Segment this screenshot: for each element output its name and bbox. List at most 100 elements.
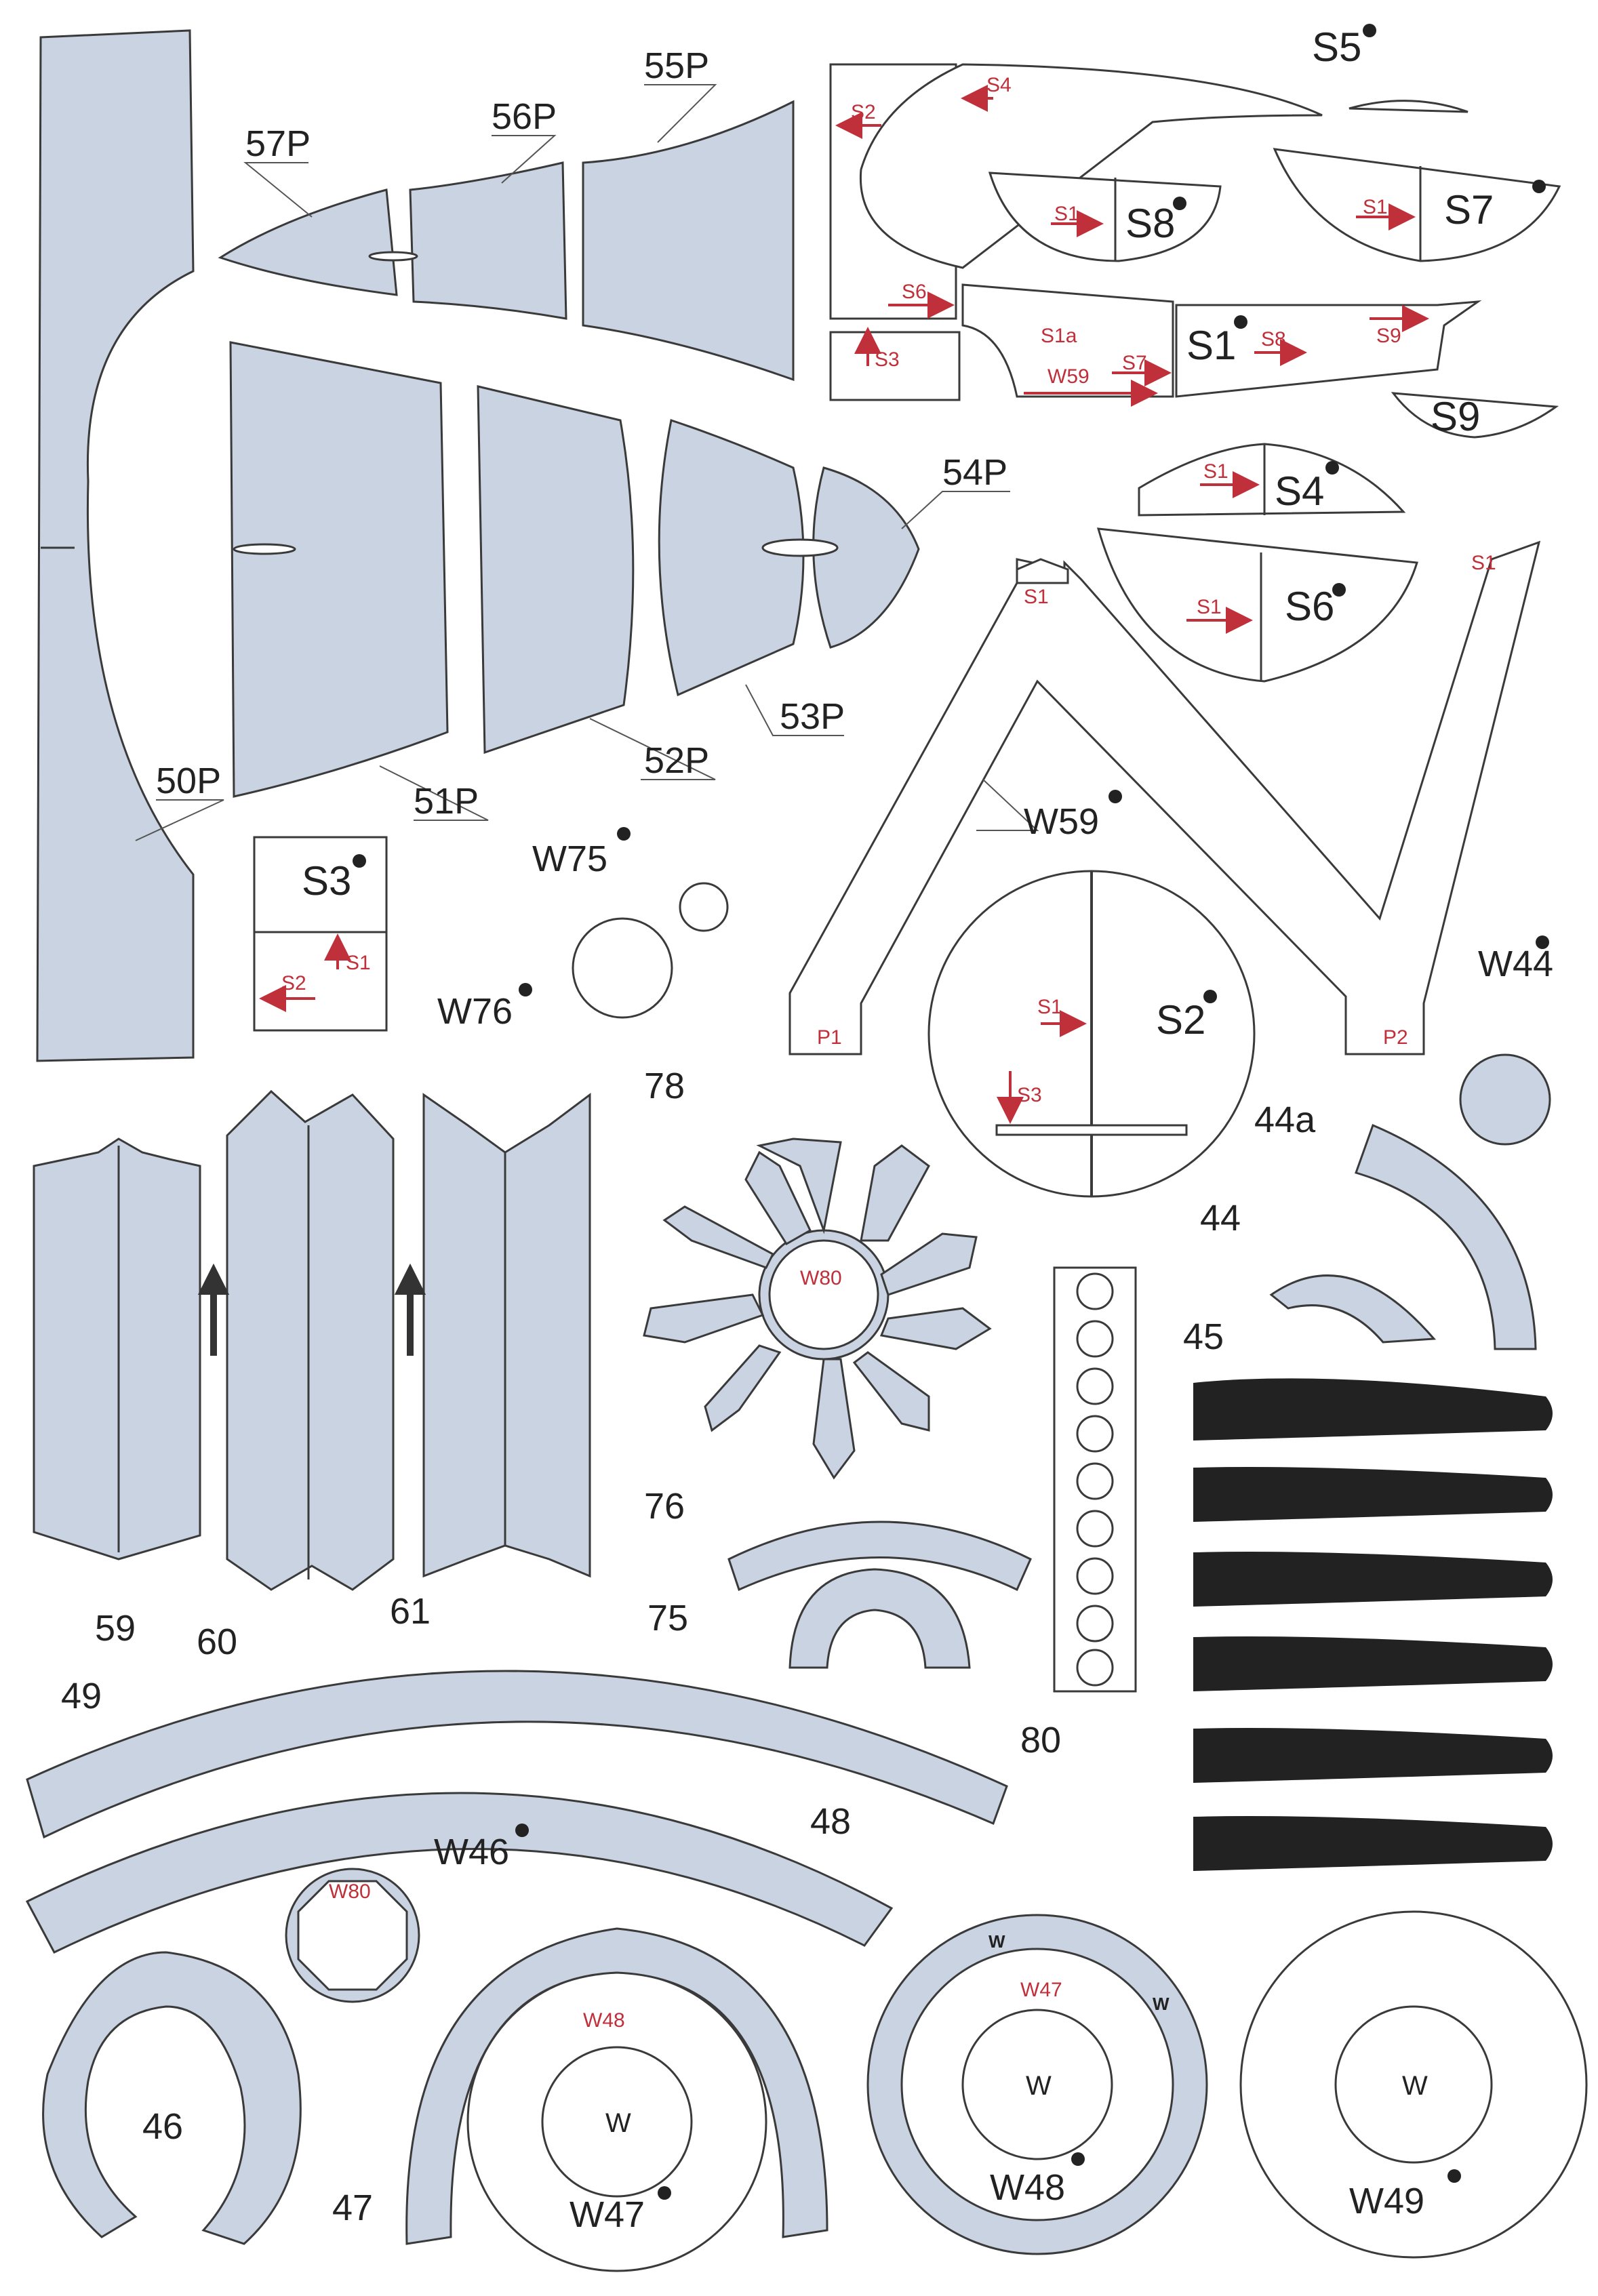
label-46: 46 [142, 2106, 183, 2147]
panel-51p [229, 341, 449, 798]
panel-50p [36, 29, 195, 1062]
part-48 [25, 1792, 894, 1954]
label-57p: 57P [245, 123, 311, 164]
label-w75: W75 [532, 839, 607, 879]
label-52p: 52P [644, 740, 709, 781]
marker-s3-s2: S3 [1017, 1084, 1042, 1106]
panel-52p [477, 385, 635, 754]
marker-w80-octagon: W80 [329, 1880, 371, 1903]
label-s6: S6 [1285, 584, 1334, 629]
frame-w59-tab [1016, 558, 1069, 584]
part-47 [405, 1927, 828, 2245]
slot-57p [368, 251, 418, 262]
marker-s1-frame-right: S1 [1471, 552, 1496, 574]
label-s7: S7 [1444, 187, 1494, 233]
former-s7 [1273, 148, 1561, 262]
label-w49: W49 [1349, 2181, 1424, 2221]
part-46 [42, 1951, 302, 2245]
wheel-w49-w: W [1402, 2071, 1428, 2101]
label-56p: 56P [492, 96, 557, 137]
label-50p: 50P [156, 761, 221, 801]
part-44 [1269, 1274, 1437, 1344]
label-53p: 53P [780, 696, 845, 737]
marker-s9: S9 [1376, 325, 1401, 347]
wheel-w47-hub [541, 2046, 693, 2198]
label-w59: W59 [1024, 801, 1099, 842]
label-s9: S9 [1431, 394, 1480, 439]
part-44a [1355, 1123, 1537, 1350]
wheel-w49-hub [1334, 2005, 1493, 2164]
octagon-w80 [297, 1880, 408, 1991]
label-44: 44 [1200, 1198, 1241, 1238]
former-s4 [1138, 443, 1406, 517]
label-54p: 54P [942, 452, 1007, 493]
part-75 [788, 1568, 971, 1669]
label-w48: W48 [990, 2167, 1065, 2208]
label-w47: W47 [570, 2194, 645, 2235]
label-s3: S3 [302, 858, 351, 904]
disc-w75 [679, 882, 729, 932]
wheel-w48-hub2 [961, 2009, 1113, 2160]
strip-80-holes [1076, 1272, 1114, 1687]
label-75: 75 [647, 1598, 688, 1638]
slot-51p [233, 543, 296, 555]
former-s5 [1349, 100, 1469, 113]
disc-w44 [1459, 1053, 1551, 1146]
label-49: 49 [61, 1676, 102, 1716]
marker-s1-s8: S1 [1054, 203, 1079, 225]
marker-s1-frame-left: S1 [1024, 586, 1049, 608]
label-55p: 55P [644, 45, 709, 86]
marker-s1-s3box: S1 [346, 952, 371, 974]
former-s3-small [829, 331, 961, 401]
former-s2-bar [995, 1124, 1188, 1136]
label-61: 61 [390, 1591, 431, 1632]
label-w44: W44 [1478, 944, 1553, 984]
marker-s3: S3 [875, 348, 900, 371]
wheel-w47-w: W [605, 2108, 631, 2138]
slot-54p [761, 538, 839, 557]
marker-dots [353, 24, 1549, 2200]
marker-w47: W47 [1020, 1979, 1062, 2001]
marker-s1-s7: S1 [1363, 196, 1388, 218]
label-60: 60 [197, 1622, 237, 1662]
panel-54p [812, 466, 920, 649]
marker-s4-top: S4 [986, 74, 1012, 96]
wheel-w48-w-small-2: W [1153, 1994, 1170, 2014]
disc-w76 [572, 917, 673, 1019]
label-76: 76 [644, 1486, 685, 1527]
label-80: 80 [1020, 1720, 1061, 1760]
label-s2: S2 [1156, 997, 1205, 1043]
panel-55p [582, 100, 795, 382]
label-51p: 51P [414, 781, 479, 822]
leader-lines [135, 84, 1039, 841]
former-s8 [988, 172, 1222, 262]
label-45: 45 [1183, 1316, 1224, 1357]
panel-56p [409, 161, 567, 320]
panel-57p [218, 188, 398, 296]
label-78: 78 [644, 1066, 685, 1106]
marker-s1-s2: S1 [1037, 996, 1062, 1018]
panel-53p [658, 419, 805, 697]
label-s1: S1 [1186, 323, 1236, 368]
marker-s8: S8 [1261, 328, 1286, 350]
marker-s6: S6 [902, 281, 927, 303]
marker-w48: W48 [583, 2009, 625, 2032]
former-s1a-strip [961, 283, 1174, 398]
marker-p2: P2 [1383, 1026, 1408, 1049]
marker-s1-s4: S1 [1203, 460, 1229, 483]
marker-s1a: S1a [1041, 325, 1077, 347]
label-s8: S8 [1125, 201, 1175, 246]
label-w76: W76 [437, 991, 513, 1032]
former-s6 [1096, 527, 1418, 683]
part-76 [727, 1520, 1032, 1592]
panel-61 [422, 1093, 591, 1578]
label-s4: S4 [1275, 468, 1324, 514]
marker-s1-s6: S1 [1197, 596, 1222, 618]
label-44a: 44a [1254, 1100, 1316, 1140]
former-s9 [1391, 392, 1559, 439]
label-47: 47 [332, 2188, 373, 2228]
marker-s2-top: S2 [851, 101, 876, 123]
label-w46: W46 [434, 1832, 509, 1872]
label-s5: S5 [1312, 24, 1361, 70]
